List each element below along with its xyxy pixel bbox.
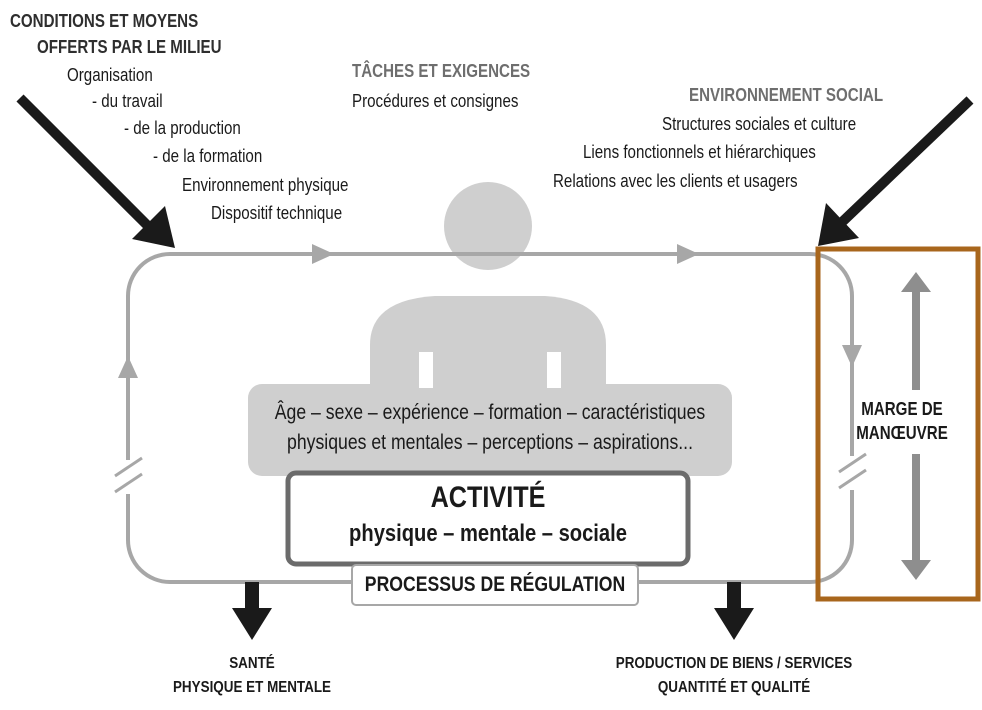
conditions-item: Environnement physique: [182, 175, 349, 195]
arrow-sante-out: [232, 582, 272, 640]
loop-arrow-top-2: [677, 244, 699, 264]
taches-title: TÂCHES ET EXIGENCES: [352, 61, 531, 81]
conditions-title-line1: CONDITIONS ET MOYENS: [10, 11, 199, 31]
marge-box: [815, 246, 981, 602]
taches-subtitle: Procédures et consignes: [352, 91, 519, 111]
regulation-label: PROCESSUS DE RÉGULATION: [364, 573, 626, 596]
activite-subtitle: physique – mentale – sociale: [349, 520, 627, 547]
arrow-environnement-in: [818, 96, 974, 246]
conditions-title-line2: OFFERTS PAR LE MILIEU: [37, 37, 222, 57]
environnement-item: Relations avec les clients et usagers: [553, 171, 798, 191]
right-arm-gap: [547, 352, 561, 388]
loop-break-left: [114, 456, 143, 494]
arrow-production-out: [714, 582, 754, 640]
conditions-item: - de la formation: [153, 146, 263, 166]
conditions-item: - de la production: [124, 118, 241, 138]
loop-arrow-top-1: [312, 244, 334, 264]
marge-line2: MANŒUVRE: [856, 423, 948, 443]
loop-break-right: [838, 452, 867, 490]
person-head: [444, 182, 532, 270]
conditions-item: Organisation: [67, 65, 153, 85]
regulation-box: [351, 564, 639, 606]
person-torso: [370, 296, 606, 386]
sante-line1: SANTÉ: [229, 655, 275, 672]
person-characteristics-box: [248, 384, 732, 476]
sante-line2: PHYSIQUE ET MENTALE: [172, 679, 332, 696]
environnement-title: ENVIRONNEMENT SOCIAL: [689, 85, 884, 105]
production-line2: QUANTITÉ ET QUALITÉ: [657, 679, 811, 696]
loop-arrow-right-down: [842, 345, 862, 367]
conditions-item: Dispositif technique: [211, 203, 343, 223]
loop-arrow-left-up: [118, 356, 138, 378]
person-characteristics-line1: Âge – sexe – expérience – formation – ca…: [274, 401, 706, 424]
conditions-item: - du travail: [92, 91, 163, 111]
arrow-conditions-in: [16, 94, 175, 248]
environnement-item: Liens fonctionnels et hiérarchiques: [583, 142, 816, 162]
activite-title: ACTIVITÉ: [430, 481, 546, 514]
production-line1: PRODUCTION DE BIENS / SERVICES: [615, 655, 853, 672]
marge-line1: MARGE DE: [861, 399, 943, 419]
marge-double-arrow: [901, 272, 931, 580]
environnement-item: Structures sociales et culture: [662, 114, 857, 134]
left-arm-gap: [419, 352, 433, 388]
person-characteristics-line2: physiques et mentales – perceptions – as…: [287, 431, 693, 454]
